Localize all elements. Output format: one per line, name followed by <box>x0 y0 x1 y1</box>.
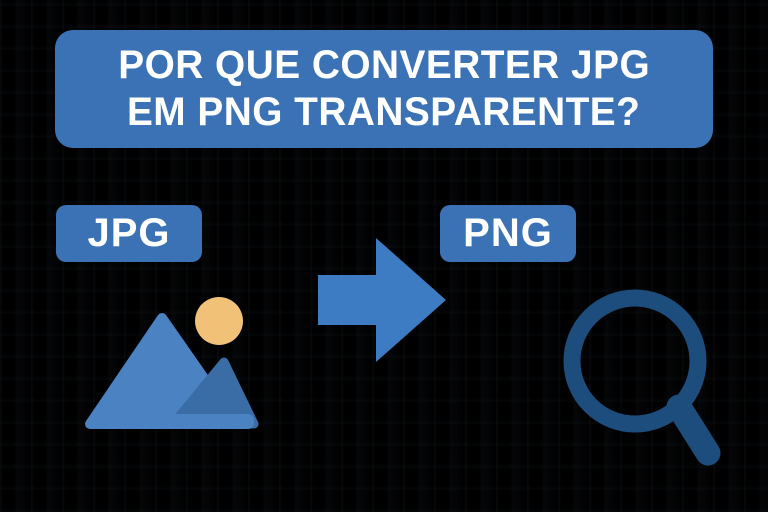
title-line-2: EM PNG TRANSPARENTE? <box>127 90 641 134</box>
title-banner: POR QUE CONVERTER JPG EM PNG TRANSPARENT… <box>55 30 713 148</box>
magnifying-glass-icon <box>563 289 721 466</box>
jpg-format-badge: JPG <box>56 205 202 262</box>
png-format-badge: PNG <box>440 205 576 262</box>
arrow-right-icon <box>318 238 446 362</box>
image-mountains-sun-icon <box>85 297 259 429</box>
title-line-1: POR QUE CONVERTER JPG <box>118 43 650 87</box>
png-format-label: PNG <box>463 211 553 255</box>
jpg-format-label: JPG <box>87 211 171 255</box>
